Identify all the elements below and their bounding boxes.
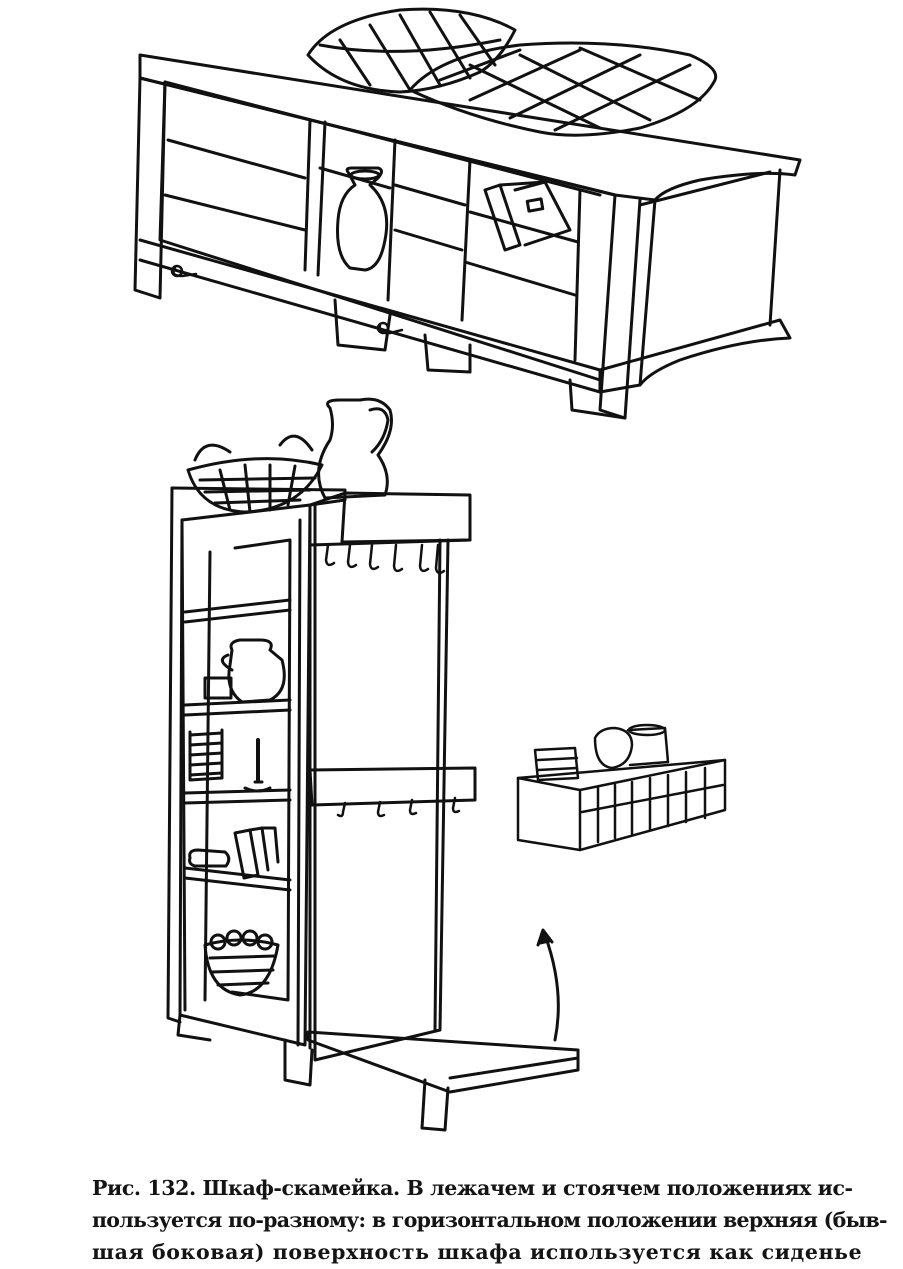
figure-caption: Рис. 132. Шкаф-скамейка. В лежачем и сто… (92, 1172, 888, 1268)
bench-horizontal-drawing (133, 7, 802, 420)
caption-line: шая боковая) поверхность шкафа используе… (92, 1240, 863, 1264)
caption-line: пользуется по-разному: в горизонтальном … (92, 1208, 888, 1232)
cabinet-vertical-drawing (166, 397, 580, 1132)
bench-cabinet-illustration (133, 7, 802, 1132)
caption-line: Рис. 132. Шкаф-скамейка. В лежачем и сто… (92, 1176, 853, 1200)
wall-shelf-drawing (516, 723, 727, 852)
